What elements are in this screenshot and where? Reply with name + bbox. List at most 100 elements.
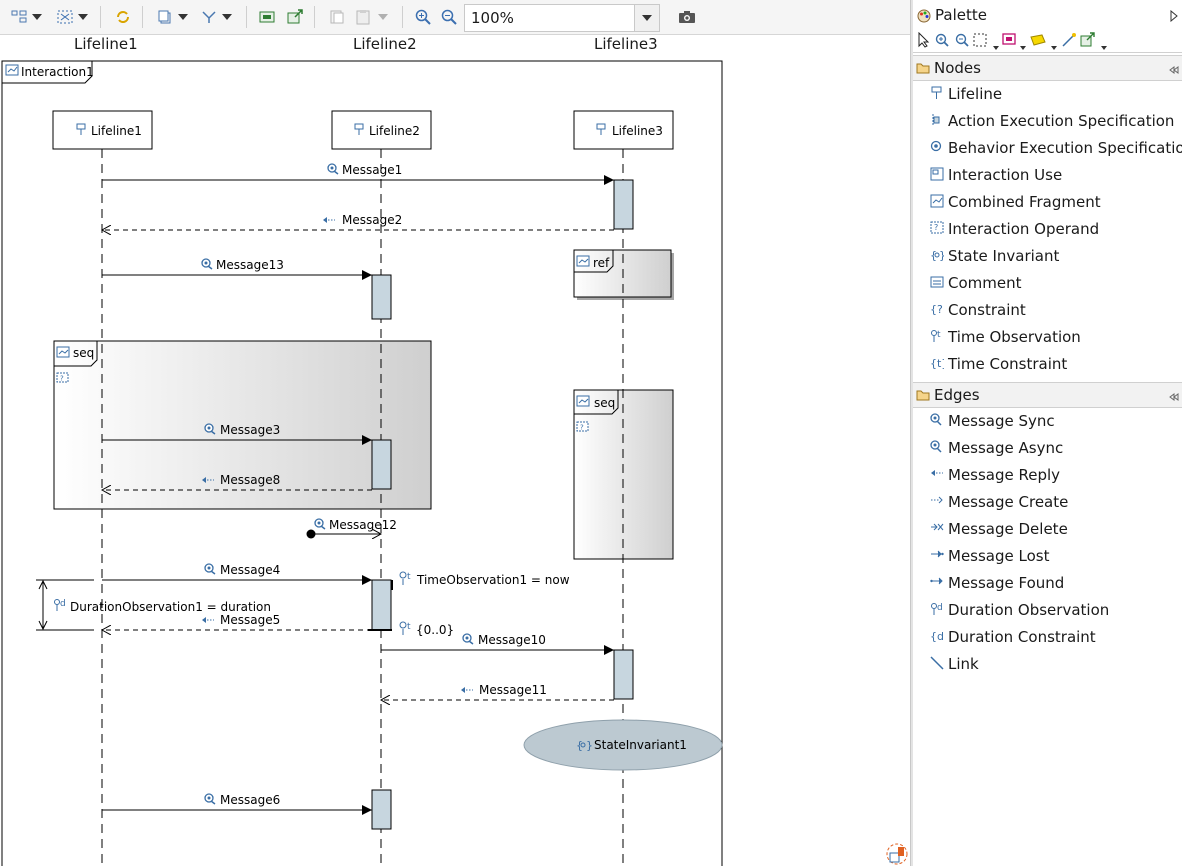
palette-item-message-delete[interactable]: Message Delete bbox=[913, 516, 1182, 543]
message-found-icon bbox=[930, 575, 944, 589]
palette-item-label: Link bbox=[948, 655, 979, 673]
zoom-combo[interactable]: 100% bbox=[464, 4, 660, 32]
time-constraint[interactable]: t {0..0} bbox=[368, 621, 454, 637]
interaction-use-icon bbox=[930, 167, 944, 181]
lifeline-2[interactable]: Lifeline2 bbox=[331, 110, 432, 150]
lifeline-2-label: Lifeline2 bbox=[369, 124, 420, 138]
palette-item-interaction-use[interactable]: Interaction Use bbox=[913, 162, 1182, 189]
execution-specifications[interactable] bbox=[371, 179, 634, 830]
paste-dropdown-icon[interactable] bbox=[376, 6, 390, 28]
copy-disabled-icon[interactable] bbox=[326, 6, 348, 28]
svg-text:}: } bbox=[939, 249, 944, 262]
combined-fragment-seq-1[interactable]: seq bbox=[53, 340, 432, 510]
message-8[interactable]: Message8 bbox=[102, 473, 372, 490]
export-icon[interactable] bbox=[284, 6, 306, 28]
palette-item-message-create[interactable]: Message Create bbox=[913, 489, 1182, 516]
palette-item-message-reply[interactable]: Message Reply bbox=[913, 462, 1182, 489]
overview-toggle-icon[interactable] bbox=[886, 843, 908, 865]
message-3[interactable]: Message3 bbox=[102, 423, 372, 445]
palette-item-combined-fragment[interactable]: Combined Fragment bbox=[913, 189, 1182, 216]
palette-item-label: Time Observation bbox=[948, 328, 1081, 346]
message-lost-icon bbox=[930, 548, 944, 562]
select-tool-icon[interactable] bbox=[917, 31, 931, 52]
palette-item-lifeline[interactable]: Lifeline bbox=[913, 81, 1182, 108]
link-dropdown-icon[interactable] bbox=[1101, 39, 1107, 54]
edges-drawer-header[interactable]: Edges bbox=[913, 382, 1182, 408]
time-observation[interactable]: t TimeObservation1 = now bbox=[391, 571, 570, 590]
message-6[interactable]: Message6 bbox=[102, 793, 372, 815]
zoom-in-tool-icon[interactable] bbox=[935, 33, 949, 51]
message-2-label: Message2 bbox=[342, 213, 402, 227]
camera-icon[interactable] bbox=[676, 6, 698, 28]
message-4[interactable]: Message4 bbox=[102, 563, 372, 585]
filter-dropdown-icon[interactable] bbox=[220, 6, 234, 28]
lifeline-3[interactable]: Lifeline3 bbox=[573, 110, 674, 150]
palette-item-constraint[interactable]: {?} Constraint bbox=[913, 297, 1182, 324]
select-all-icon[interactable] bbox=[54, 6, 76, 28]
lifeline-header-1: Lifeline1 bbox=[74, 35, 138, 53]
message-13[interactable]: Message13 bbox=[102, 258, 372, 280]
message-reply-icon bbox=[930, 467, 944, 481]
message-10[interactable]: Message10 bbox=[381, 633, 614, 655]
zoom-out-tool-icon[interactable] bbox=[955, 33, 969, 51]
palette-item-action-execution-specification[interactable]: Action Execution Specification bbox=[913, 108, 1182, 135]
message-5-label: Message5 bbox=[220, 613, 280, 627]
connection-tool-icon[interactable] bbox=[1061, 32, 1077, 52]
constraint-icon: {?} bbox=[930, 302, 950, 316]
palette-item-message-found[interactable]: Message Found bbox=[913, 570, 1182, 597]
refresh-icon[interactable] bbox=[112, 6, 134, 28]
palette-item-duration-constraint[interactable]: {d} Duration Constraint bbox=[913, 624, 1182, 651]
arrange-dropdown-icon[interactable] bbox=[30, 6, 44, 28]
palette-item-time-constraint[interactable]: {t} Time Constraint bbox=[913, 351, 1182, 378]
highlight-tool-icon[interactable] bbox=[1002, 32, 1018, 51]
palette-item-label: Message Sync bbox=[948, 412, 1055, 430]
marquee-tool-icon[interactable] bbox=[973, 33, 987, 51]
edges-drawer-pin-icon[interactable] bbox=[1169, 390, 1179, 405]
note-tool-icon[interactable] bbox=[1030, 34, 1046, 50]
message-1[interactable]: Message1 bbox=[102, 163, 614, 185]
duration-observation[interactable]: d DurationObservation1 = duration bbox=[36, 579, 271, 631]
svg-text:{: { bbox=[930, 249, 937, 262]
palette-collapse-icon[interactable] bbox=[1170, 9, 1178, 26]
palette-item-time-observation[interactable]: t Time Observation bbox=[913, 324, 1182, 351]
nodes-drawer-pin-icon[interactable] bbox=[1169, 63, 1179, 78]
message-delete-icon bbox=[930, 521, 944, 535]
interaction-use-ref[interactable]: ref bbox=[573, 249, 674, 300]
execution-spec bbox=[613, 179, 634, 230]
palette-item-link[interactable]: Link bbox=[913, 651, 1182, 678]
message-5[interactable]: Message5 bbox=[102, 613, 372, 630]
palette-item-message-sync[interactable]: Message Sync bbox=[913, 408, 1182, 435]
link-tool-icon[interactable] bbox=[1080, 32, 1096, 52]
lifeline-header-3: Lifeline3 bbox=[594, 35, 658, 53]
action-execution-icon bbox=[930, 113, 944, 127]
combined-fragment-seq-2[interactable]: seq bbox=[573, 389, 674, 560]
zoom-in-icon[interactable] bbox=[412, 6, 434, 28]
copy-dropdown-icon[interactable] bbox=[176, 6, 190, 28]
zoom-dropdown-icon[interactable] bbox=[634, 5, 659, 31]
palette-splitter[interactable] bbox=[910, 0, 914, 866]
palette-item-state-invariant[interactable]: {} State Invariant bbox=[913, 243, 1182, 270]
palette-item-behavior-execution-specification[interactable]: Behavior Execution Specification bbox=[913, 135, 1182, 162]
marquee-dropdown-icon[interactable] bbox=[993, 39, 999, 54]
highlight-dropdown-icon[interactable] bbox=[1020, 39, 1026, 54]
message-12[interactable]: Message12 bbox=[306, 518, 397, 539]
lifeline-1[interactable]: Lifeline1 bbox=[52, 110, 153, 150]
state-invariant[interactable]: { } StateInvariant1 bbox=[523, 719, 723, 771]
message-11[interactable]: Message11 bbox=[381, 683, 614, 700]
palette-item-message-async[interactable]: Message Async bbox=[913, 435, 1182, 462]
show-element-icon[interactable] bbox=[256, 6, 278, 28]
filter-icon[interactable] bbox=[198, 6, 220, 28]
palette-item-message-lost[interactable]: Message Lost bbox=[913, 543, 1182, 570]
copy-appearance-icon[interactable] bbox=[154, 6, 176, 28]
message-2[interactable]: Message2 bbox=[102, 213, 614, 230]
select-dropdown-icon[interactable] bbox=[76, 6, 90, 28]
paste-disabled-icon[interactable] bbox=[352, 6, 374, 28]
zoom-out-icon[interactable] bbox=[438, 6, 460, 28]
note-dropdown-icon[interactable] bbox=[1051, 39, 1057, 54]
palette-item-duration-observation[interactable]: d Duration Observation bbox=[913, 597, 1182, 624]
nodes-drawer-header[interactable]: Nodes bbox=[913, 55, 1182, 81]
palette-item-comment[interactable]: Comment bbox=[913, 270, 1182, 297]
palette-item-interaction-operand[interactable]: ? Interaction Operand bbox=[913, 216, 1182, 243]
diagram-canvas[interactable]: ? Interaction1 seq ref seq bbox=[0, 56, 910, 866]
arrange-all-icon[interactable] bbox=[8, 6, 30, 28]
